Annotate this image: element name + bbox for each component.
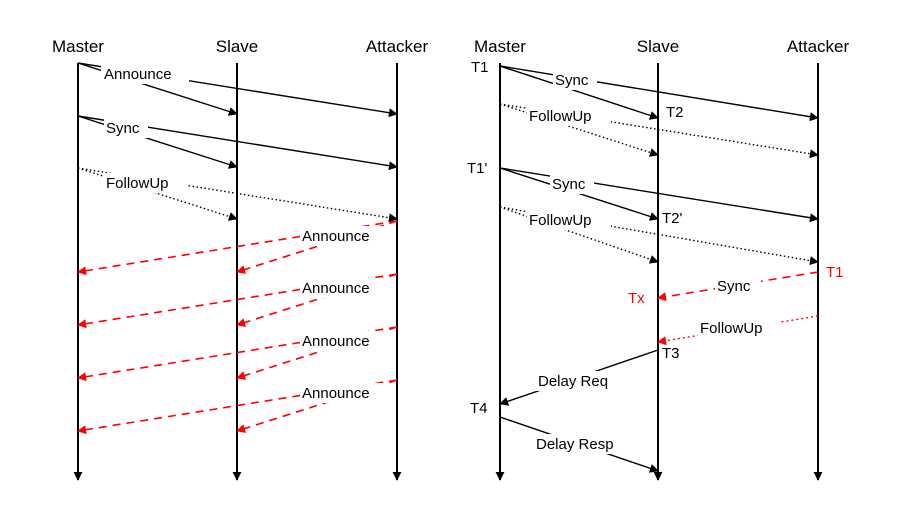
left-sync-label: Sync xyxy=(106,120,140,137)
right-followup1-to-attacker-arrow xyxy=(499,103,819,159)
right-sync2-label: Sync xyxy=(552,176,586,193)
left-forged-announce-to-master-arrow xyxy=(77,379,398,435)
right-header-attacker: Attacker xyxy=(787,37,850,56)
left-forged-announce-4: Announce xyxy=(77,379,398,435)
left-forged-announce-3: Announce xyxy=(77,326,398,382)
left-forged-announce-1: Announce xyxy=(77,220,398,276)
right-sync1-label: Sync xyxy=(555,72,589,89)
right-header-slave: Slave xyxy=(637,37,680,56)
left-followup-to-attacker-arrow xyxy=(77,167,398,223)
right-t2-timestamp: T2 xyxy=(666,104,684,121)
right-t2-prime-timestamp: T2' xyxy=(662,210,683,227)
right-forged-followup-label: FollowUp xyxy=(700,320,763,337)
left-header-master: Master xyxy=(52,37,104,56)
right-header-master: Master xyxy=(474,37,526,56)
right-forged-sync-label: Sync xyxy=(717,278,751,295)
right-followup2-to-attacker-arrow xyxy=(499,206,819,266)
left-sync-to-slave-arrow xyxy=(77,115,238,169)
left-announce-label: Announce xyxy=(104,66,172,83)
right-followup1-label: FollowUp xyxy=(529,108,592,125)
left-forged-announce-to-master-arrow xyxy=(77,273,398,329)
left-forged-announce-to-master-arrow xyxy=(77,220,398,276)
right-diagram: Master Slave Attacker T1 Sync T2 FollowU… xyxy=(467,37,850,481)
left-forged-announce-to-master-arrow xyxy=(77,326,398,382)
left-forged-announce-label: Announce xyxy=(302,280,370,297)
right-delay-req-label: Delay Req xyxy=(538,373,608,390)
left-forged-announce-label: Announce xyxy=(302,228,370,245)
left-forged-announce-label: Announce xyxy=(302,385,370,402)
left-forged-announce-label: Announce xyxy=(302,333,370,350)
left-header-attacker: Attacker xyxy=(366,37,429,56)
right-delay-resp-label: Delay Resp xyxy=(536,436,614,453)
right-t4-timestamp: T4 xyxy=(470,400,488,417)
right-sync1-to-slave-arrow xyxy=(499,65,659,120)
left-followup-label: FollowUp xyxy=(106,175,169,192)
right-t1-timestamp: T1 xyxy=(471,59,489,76)
right-t3-timestamp: T3 xyxy=(662,345,680,362)
right-tx-timestamp: Tx xyxy=(628,290,645,307)
right-followup2-label: FollowUp xyxy=(529,212,592,229)
left-diagram: Master Slave Attacker Announce Sync Foll… xyxy=(52,37,429,481)
left-header-slave: Slave xyxy=(216,37,259,56)
right-t1-prime-timestamp: T1' xyxy=(467,160,488,177)
right-attacker-t1-timestamp: T1 xyxy=(826,264,844,281)
left-forged-announce-2: Announce xyxy=(77,273,398,329)
